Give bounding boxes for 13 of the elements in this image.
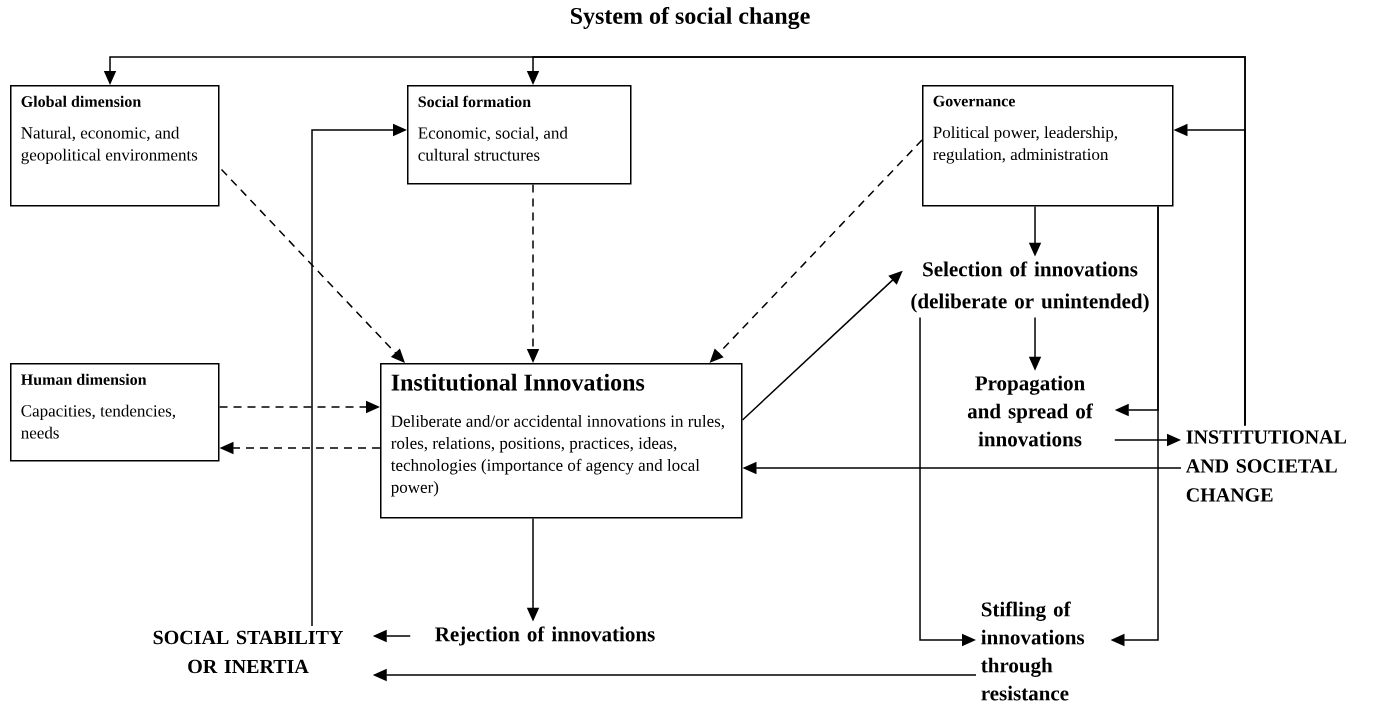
- diagram-title: System of social change: [570, 6, 810, 30]
- outcome-text: Selection of innovations (deliberate or unintended): [911, 261, 1149, 313]
- outcome-text: INSTITUTIONAL AND SOCIETAL CHANGE: [1185, 430, 1347, 502]
- outcome-text: Propagation and spread of innovations: [967, 375, 1093, 447]
- process-box: Governance Political power, leadership, regulation, administration: [922, 85, 1174, 207]
- process-box: Global dimension Natural, economic, and geopolitical environments: [10, 85, 220, 207]
- outcome-text: Rejection of innovations: [435, 626, 655, 646]
- dashed-arrow: [220, 168, 405, 363]
- process-box: Human dimension Capacities, tendencies, needs: [10, 363, 220, 462]
- process-box: Social formation Economic, social, and cultural structures: [407, 85, 632, 185]
- outcome-text: SOCIAL STABILITY OR INERTIA: [153, 630, 344, 674]
- process-box: Institutional Innovations Deliberate and/or accidental innovations in rules, roles, relations, positions, practices, ideas, technologies (importance of agency and local power): [380, 363, 743, 519]
- outcome-text: Stifling of innovations through resistance: [981, 601, 1085, 701]
